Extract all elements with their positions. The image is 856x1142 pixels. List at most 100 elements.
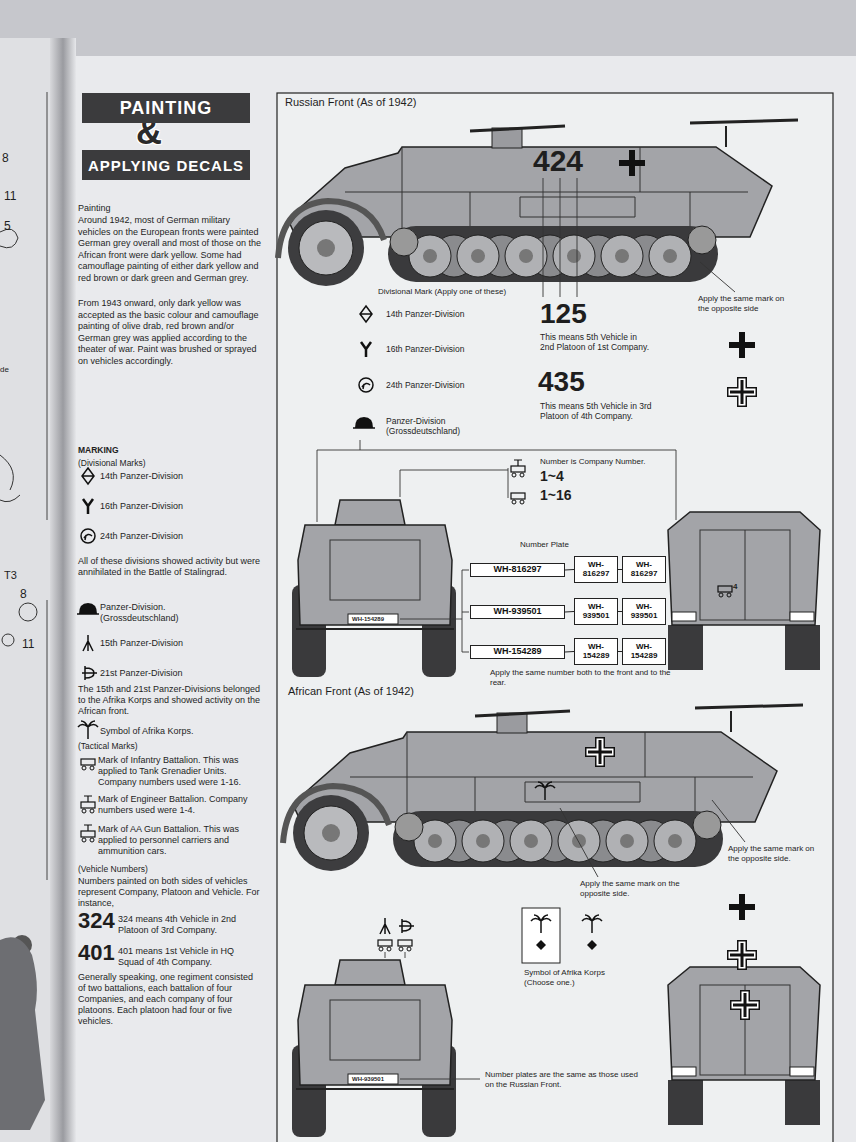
illustration-part xyxy=(668,512,820,670)
vehicle-number: 424 xyxy=(533,146,583,176)
illustration-part xyxy=(727,940,757,970)
illustration-part xyxy=(729,332,755,358)
division-name: 24th Panzer-Division xyxy=(386,380,464,390)
callout-number: 8 xyxy=(20,588,27,600)
panel-heading: Russian Front (As of 1942) xyxy=(285,96,416,109)
body-text: All of these divisions showed activity b… xyxy=(78,556,263,578)
number-plate-text: WH- 939501 xyxy=(623,603,665,620)
illustration-part xyxy=(19,603,37,621)
body-text: Mark of AA Gun Battalion. This was appli… xyxy=(98,824,263,857)
body-text: Mark of Infantry Battalion. This was app… xyxy=(98,755,263,788)
illustration-part xyxy=(712,800,745,842)
illustration-part xyxy=(81,825,95,842)
illustration-part xyxy=(283,705,803,871)
title-band: PAINTING xyxy=(82,93,250,123)
illustration-part xyxy=(50,38,76,1142)
division-name: 21st Panzer-Division xyxy=(100,668,183,679)
sub-heading: (Divisional Marks) xyxy=(78,458,146,468)
illustration-part xyxy=(81,796,95,813)
division-name: 15th Panzer-Division xyxy=(100,638,183,649)
body-text: Mark of Engineer Battalion. Company numb… xyxy=(98,794,263,816)
illustration-part xyxy=(378,940,392,951)
page-number: 11 xyxy=(4,190,16,202)
section-heading: MARKING xyxy=(78,445,119,455)
illustration-part xyxy=(522,908,560,963)
note-text: Apply the same mark on the opposite side… xyxy=(580,879,690,899)
note-text: This means 5th Vehicle in 3rd Platoon of… xyxy=(540,401,652,422)
illustration-part xyxy=(718,586,732,597)
illustration-part xyxy=(360,306,372,322)
illustration-part xyxy=(0,229,20,502)
note-text: Divisional Mark (Apply one of these) xyxy=(378,287,506,297)
division-name: 16th Panzer-Division xyxy=(386,344,464,354)
illustration-part xyxy=(398,940,412,951)
number-plate: WH-154289 xyxy=(470,645,565,659)
plate-connector xyxy=(565,611,574,613)
leader-lines xyxy=(317,178,745,1079)
note-text: Number is Company Number. xyxy=(540,457,645,467)
illustration-part xyxy=(278,120,798,286)
illustration-part xyxy=(560,808,598,877)
number-plate-text: WH- 816297 xyxy=(623,561,665,578)
body-text: Generally speaking, one regiment consist… xyxy=(78,972,263,1027)
note-text: Apply the same mark on the opposite side xyxy=(698,294,793,314)
illustration-part xyxy=(361,342,371,357)
body-text: From 1943 onward, only dark yellow was a… xyxy=(78,298,263,367)
plate-connector xyxy=(565,651,574,653)
body-text: Around 1942, most of German military veh… xyxy=(78,215,263,284)
number-plate: WH- 154289 xyxy=(574,638,618,665)
illustration-part xyxy=(587,940,597,950)
vehicle-number: 435 xyxy=(538,368,585,396)
number-plate-text: WH-816297 xyxy=(493,565,541,574)
illustration-part xyxy=(82,666,97,680)
page-number: 5 xyxy=(4,220,11,232)
division-name: 14th Panzer-Division xyxy=(386,309,464,319)
note-text: This means 5th Vehicle in 2nd Platoon of… xyxy=(540,332,652,353)
illustration-part xyxy=(399,919,414,933)
illustration-part xyxy=(531,915,551,933)
illustration-part xyxy=(47,92,48,880)
division-name: Panzer-Division (Grossdeutschland) xyxy=(386,416,481,436)
illustration-part xyxy=(2,634,14,646)
note-text: Number Plate xyxy=(520,541,569,550)
company-range: 1~16 xyxy=(540,488,572,502)
number-plate: WH-816297 xyxy=(470,563,565,577)
illustration-part xyxy=(380,918,390,934)
illustration-part xyxy=(668,967,820,1125)
number-plate-text: WH- 154289 xyxy=(623,643,665,660)
illustration-part xyxy=(582,915,602,933)
number-plate: WH- 154289 xyxy=(622,638,666,665)
title-band: APPLYING DECALS xyxy=(82,150,250,180)
illustration-part xyxy=(292,500,456,677)
division-name: 14th Panzer-Division xyxy=(100,471,183,482)
number-plate-text: WH-939501 xyxy=(493,607,541,616)
illustration-part xyxy=(700,262,735,292)
division-name: 16th Panzer-Division xyxy=(100,501,183,512)
callout-number: 11 xyxy=(22,638,34,650)
illustration-part xyxy=(77,603,99,614)
illustration-part xyxy=(359,378,373,392)
illustration-part xyxy=(292,960,456,1137)
section-heading: Painting xyxy=(78,203,111,214)
number-plate: WH- 939501 xyxy=(574,598,618,625)
illustration-part xyxy=(83,499,93,514)
body-text: 401 means 1st Vehicle in HQ Squad of 4th… xyxy=(118,946,260,968)
vehicle-number: 401 xyxy=(78,942,115,964)
title-band-text: APPLYING DECALS xyxy=(88,157,244,174)
illustration-part xyxy=(83,635,93,651)
number-plate-text: WH- 816297 xyxy=(575,561,617,578)
illustration-part xyxy=(400,1079,480,1080)
vehicle-number: 324 xyxy=(78,910,115,932)
division-name: 24th Panzer-Division xyxy=(100,531,183,542)
body-text: The 15th and 21st Panzer-Divisions belon… xyxy=(78,684,263,717)
number-plate: WH- 816297 xyxy=(622,556,666,583)
panel-heading: African Front (As of 1942) xyxy=(288,685,414,698)
note-text: Apply the same number both to the front … xyxy=(490,668,675,688)
illustration-part xyxy=(400,570,469,652)
body-text: Numbers painted on both sides of vehicle… xyxy=(78,876,263,909)
illustration-part xyxy=(81,759,95,770)
note-text: Number plates are the same as those used… xyxy=(485,1070,645,1090)
sub-heading: (Tactical Marks) xyxy=(78,741,138,751)
vehicle-number: 125 xyxy=(540,300,587,328)
